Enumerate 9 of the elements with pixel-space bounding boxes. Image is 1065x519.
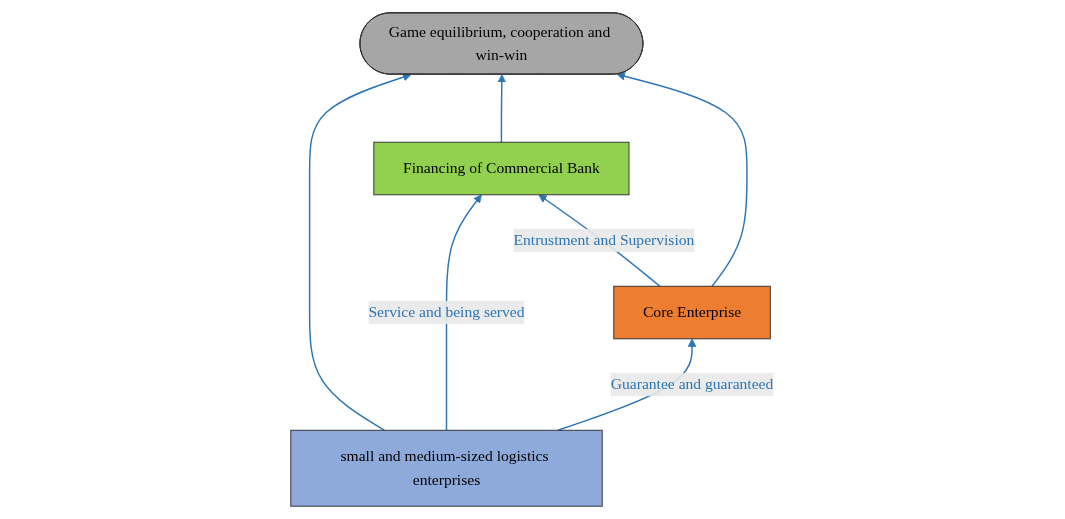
node-box: small and medium-sized logistics enterprises — [290, 429, 604, 507]
arrow — [617, 72, 749, 287]
node-box: Financing of Commercial Bank — [373, 141, 630, 196]
edge-label: Entrustment and Supervision — [513, 231, 695, 249]
arrow — [446, 194, 483, 432]
arrow — [497, 74, 507, 143]
node-box: Core Enterprise — [613, 285, 772, 340]
edge-label: Guarantee and guaranteed — [611, 375, 774, 393]
edge-label: Service and being served — [368, 303, 525, 321]
